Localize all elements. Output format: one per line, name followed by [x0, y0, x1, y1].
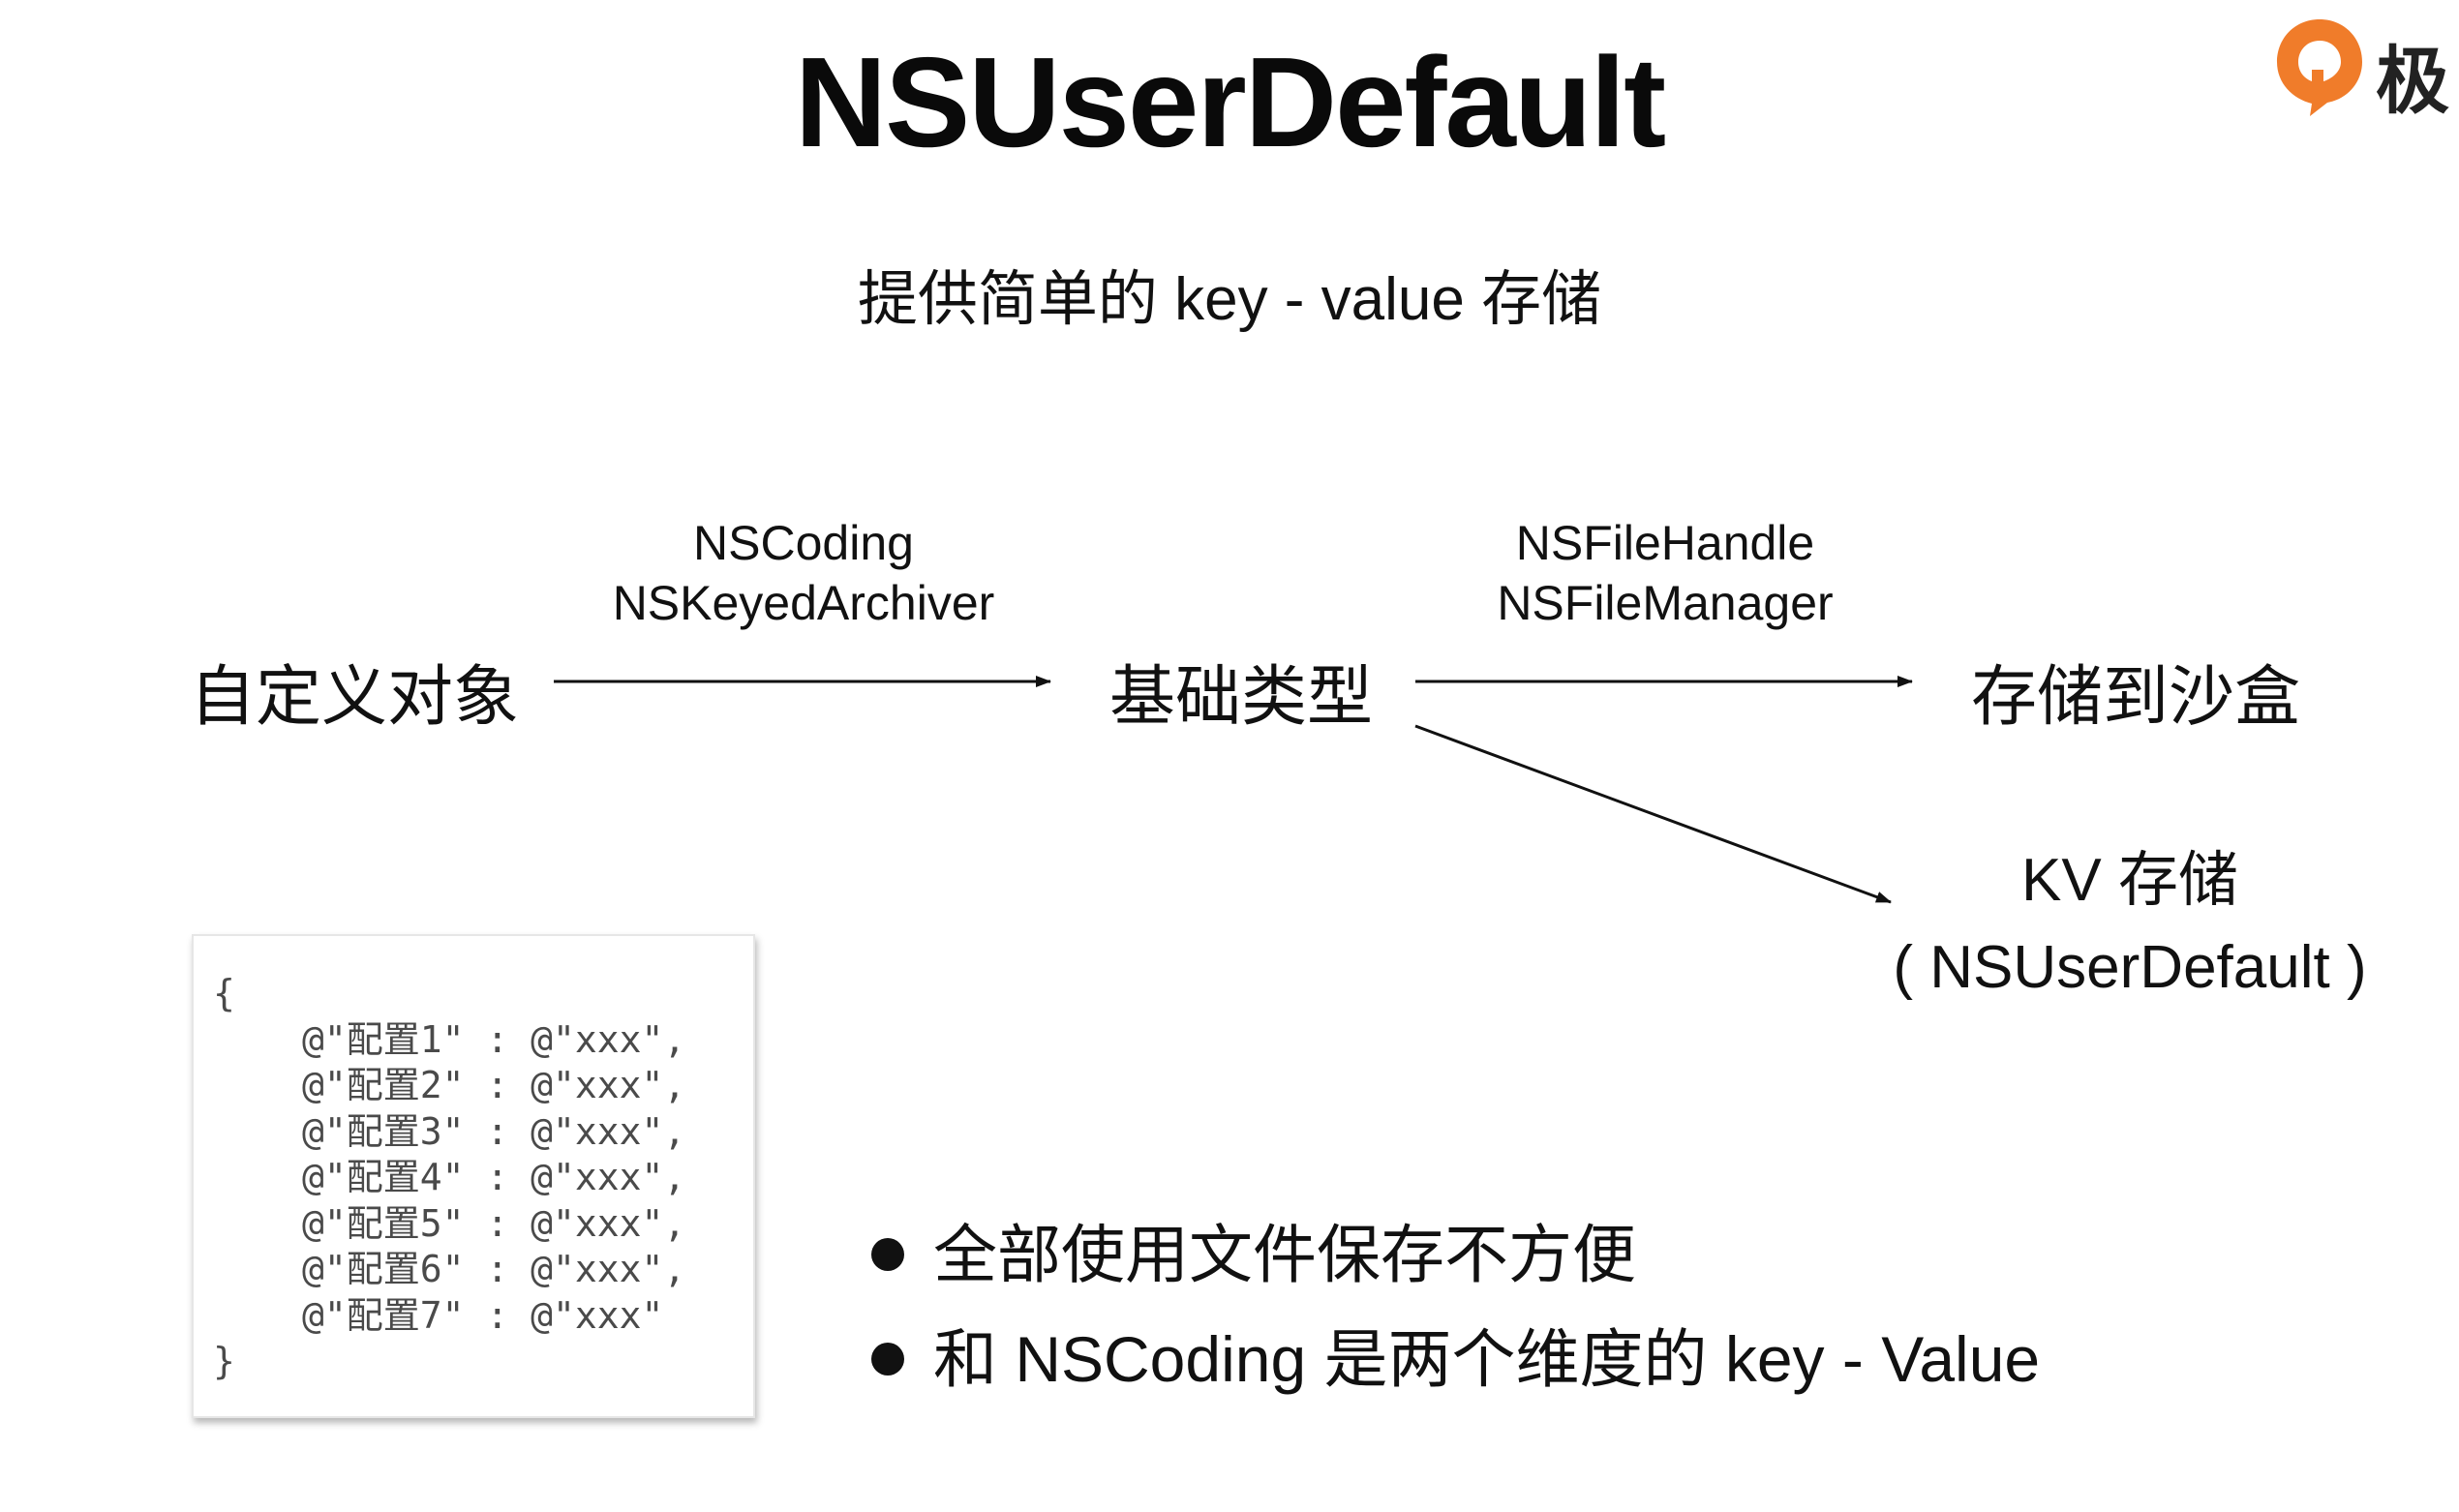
slide-subtitle: 提供简单的 key - value 存储 [857, 266, 1602, 333]
code-close-brace: } [213, 1340, 235, 1382]
code-line: @"配置4" : @"xxx", [302, 1156, 686, 1198]
edge-label-file: NSFileHandle NSFileManager [1423, 513, 1907, 633]
code-open-brace: { [213, 972, 235, 1014]
node-kv-storage-line2: ( NSUserDefault ) [1893, 934, 2367, 1001]
brand-logo-text: 极 [2376, 41, 2449, 123]
brand-logo: 极 [2271, 14, 2449, 123]
bullet-list: 全部使用文件保存不方便 和 NSCoding 是两个维度的 key - Valu… [871, 1206, 2040, 1415]
arrow-to-kv [1414, 724, 1892, 904]
code-line: @"配置2" : @"xxx", [302, 1064, 686, 1106]
bullet-dot-icon [871, 1237, 904, 1271]
slide-title: NSUserDefault [794, 31, 1666, 173]
code-line: @"配置5" : @"xxx", [302, 1201, 686, 1245]
edge-label-file-line1: NSFileHandle [1515, 516, 1815, 570]
node-kv-storage-line1: KV 存储 [2021, 847, 2238, 914]
brand-logo-icon [2277, 19, 2362, 116]
bullet-item: 全部使用文件保存不方便 [871, 1206, 2040, 1311]
edge-label-encode: NSCoding NSKeyedArchiver [562, 513, 1046, 633]
code-line: @"配置6" : @"xxx", [302, 1248, 686, 1290]
node-sandbox: 存储到沙盒 [1971, 660, 2301, 734]
code-sample-box: { @"配置1" : @"xxx", @"配置2" : @"xxx", @"配置… [192, 934, 755, 1418]
bullet-text: 和 NSCoding 是两个维度的 key - Value [933, 1323, 2041, 1395]
node-kv-storage: KV 存储 ( NSUserDefault ) [1839, 837, 2420, 1012]
edge-label-encode-line2: NSKeyedArchiver [612, 576, 995, 630]
bullet-dot-icon [871, 1342, 904, 1376]
edge-label-encode-line1: NSCoding [693, 516, 914, 570]
bullet-text: 全部使用文件保存不方便 [933, 1219, 1636, 1290]
code-line: @"配置3" : @"xxx", [302, 1109, 686, 1153]
code-line: @"配置7" : @"xxx" [302, 1293, 664, 1337]
edge-label-file-line2: NSFileManager [1497, 576, 1834, 630]
node-basic-type: 基础类型 [1109, 660, 1374, 734]
node-custom-object: 自定义对象 [190, 660, 520, 734]
bullet-item: 和 NSCoding 是两个维度的 key - Value [871, 1311, 2040, 1415]
code-sample: { @"配置1" : @"xxx", @"配置2" : @"xxx", @"配置… [213, 971, 685, 1385]
code-line: @"配置1" : @"xxx", [302, 1017, 686, 1061]
